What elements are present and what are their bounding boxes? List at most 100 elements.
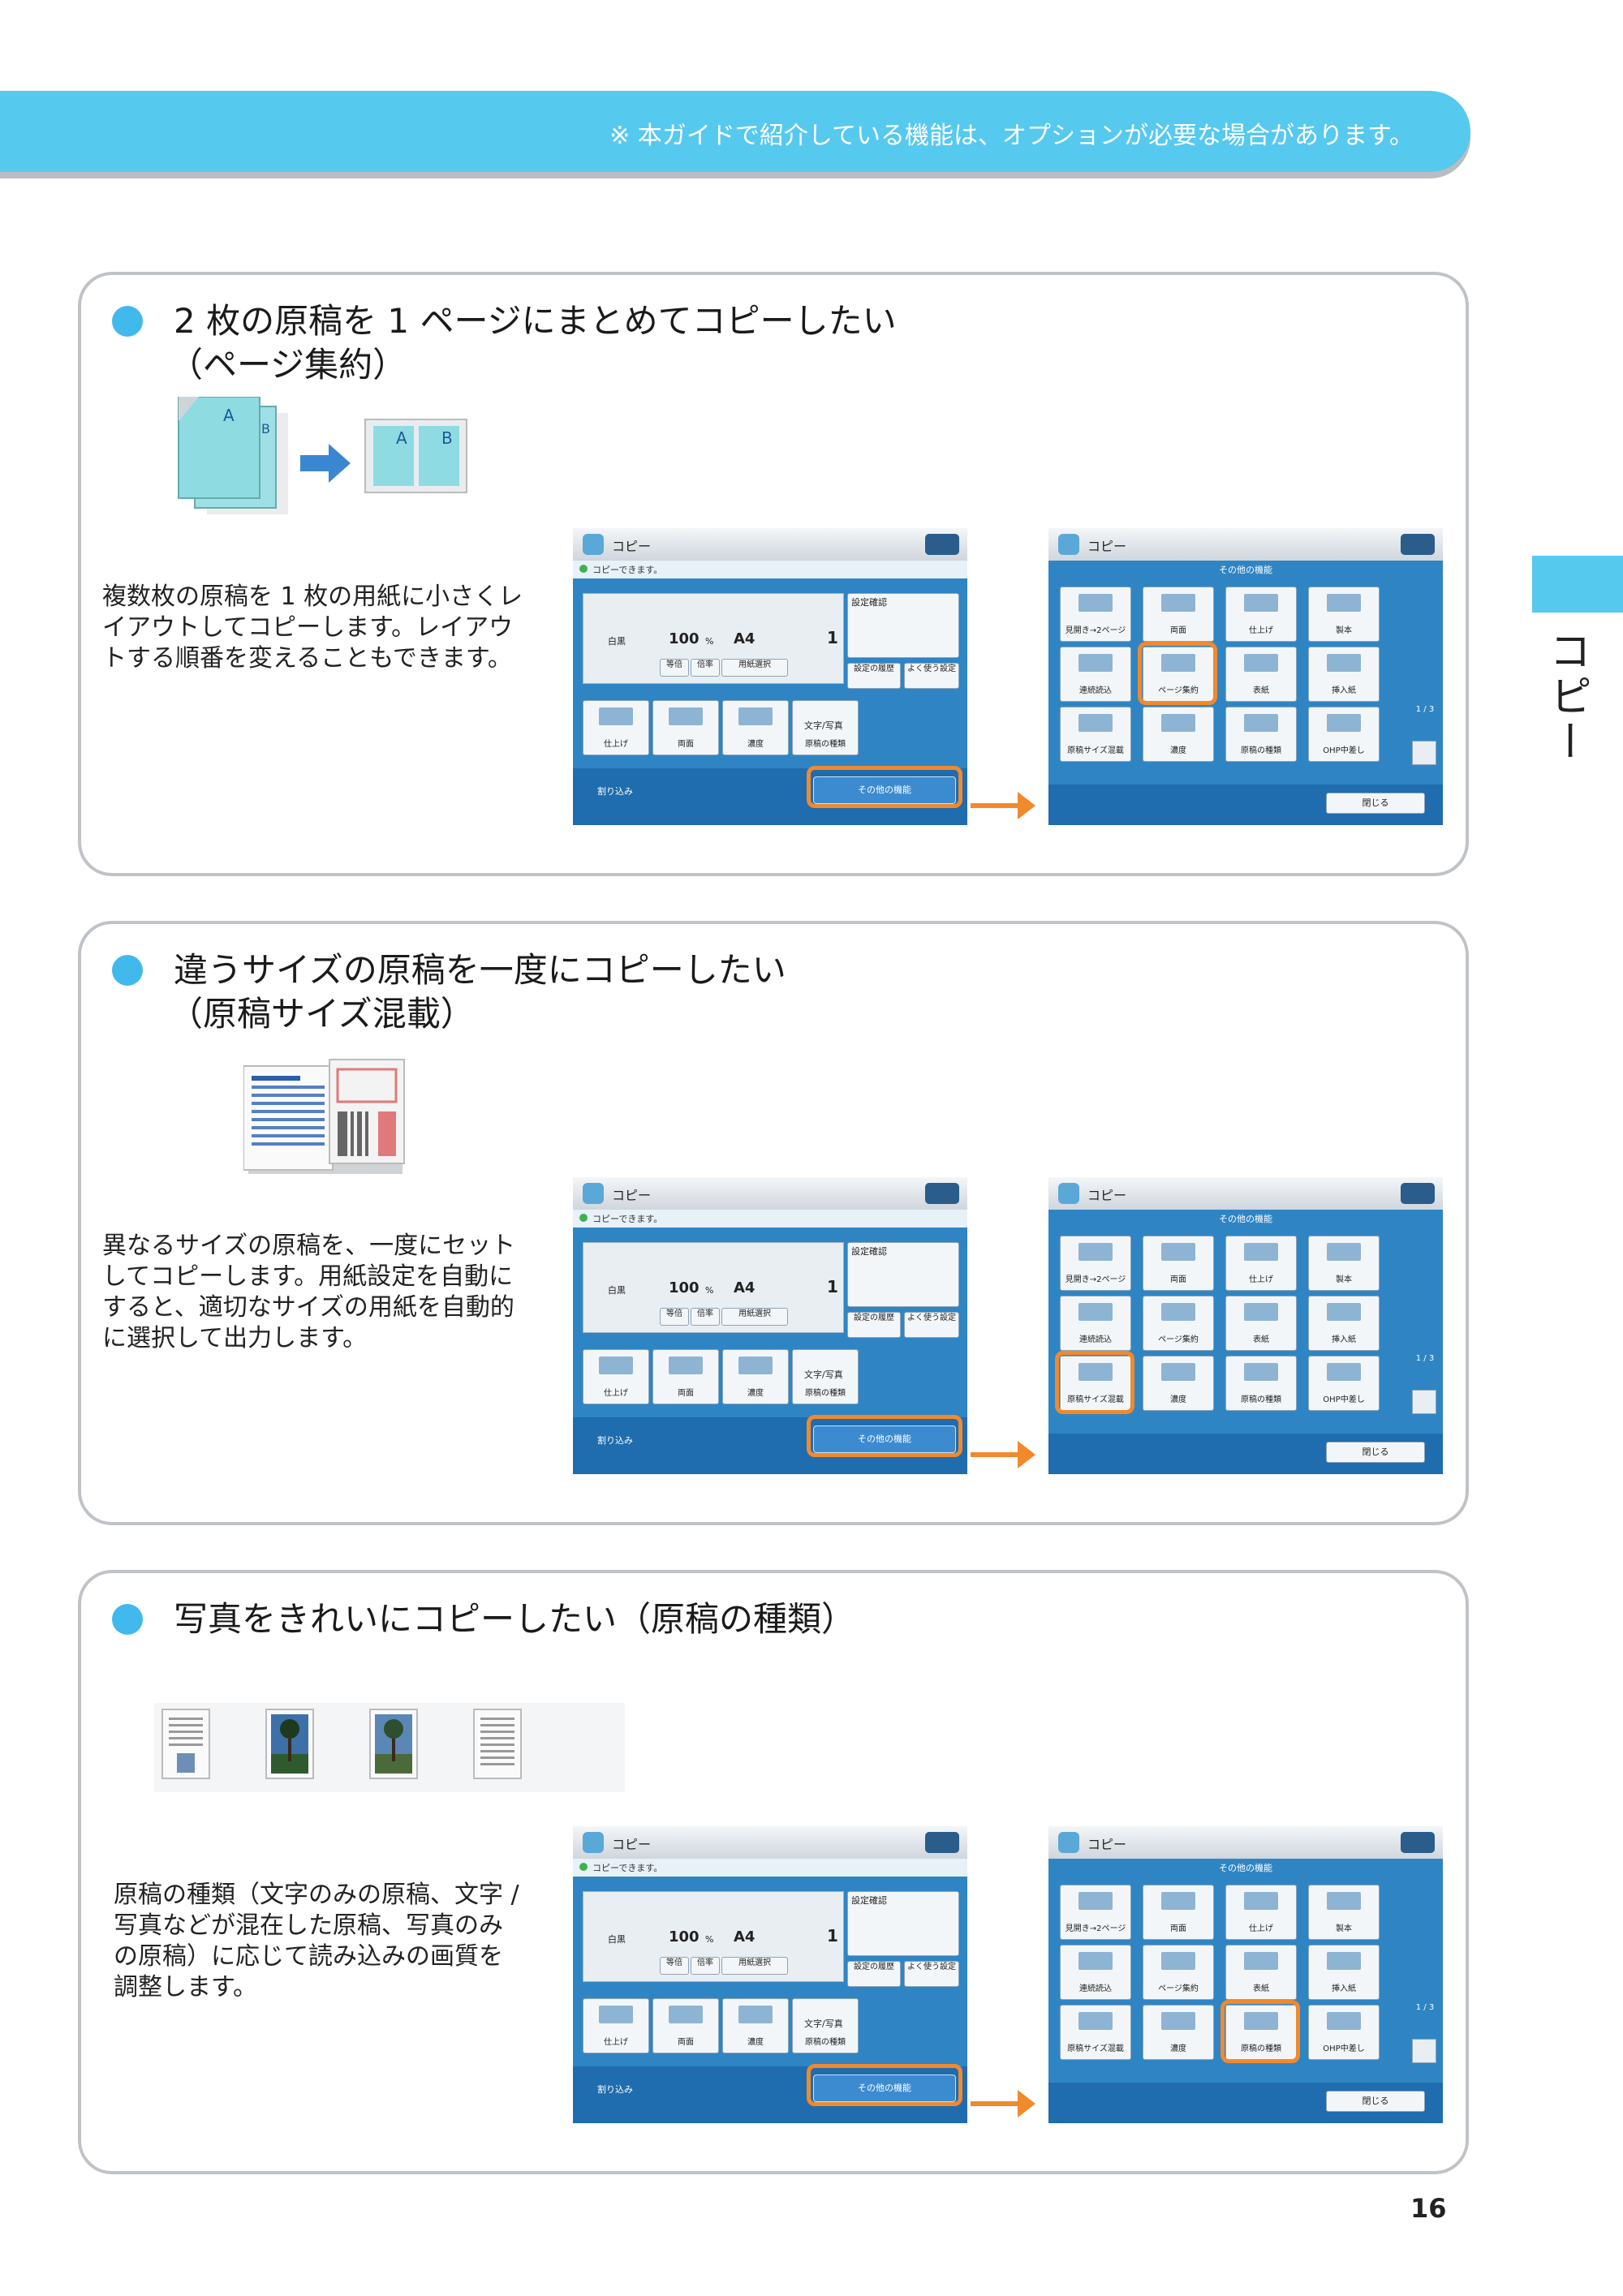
func-ohp-interleave[interactable]: OHP中差し bbox=[1308, 1356, 1380, 1411]
func-booklet[interactable]: 製本 bbox=[1308, 1885, 1380, 1940]
favorites-button[interactable]: よく使う設定 bbox=[904, 1312, 959, 1338]
ratio-button[interactable]: 倍率 bbox=[691, 1308, 720, 1326]
close-button[interactable]: 閉じる bbox=[1326, 793, 1425, 814]
func-original-type[interactable]: 原稿の種類 bbox=[1225, 707, 1297, 762]
status-monitor-button[interactable] bbox=[1401, 1183, 1435, 1204]
copy-app-icon bbox=[583, 534, 604, 555]
same-size-button[interactable]: 等倍 bbox=[660, 1957, 689, 1975]
status-monitor-button[interactable] bbox=[925, 534, 959, 555]
func-booklet[interactable]: 製本 bbox=[1308, 587, 1380, 642]
density-button[interactable]: 濃度 bbox=[722, 700, 789, 755]
section-description: 複数枚の原稿を 1 枚の用紙に小さくレイアウトしてコピーします。レイアウトする順… bbox=[102, 583, 523, 673]
func-page-layout[interactable]: ページ集約 bbox=[1143, 1296, 1214, 1351]
settings-check-button[interactable]: 設定確認 bbox=[847, 593, 959, 658]
close-button[interactable]: 閉じる bbox=[1326, 1442, 1425, 1463]
settings-check-button[interactable]: 設定確認 bbox=[847, 1891, 959, 1956]
func-page-layout[interactable]: ページ集約 bbox=[1143, 647, 1214, 702]
func-book-to-two-pages[interactable]: 見開き→2ページ bbox=[1060, 1885, 1131, 1940]
copier-screen-main: コピー コピーできます。 白黒 100 % A4 1 等倍 倍率 用紙選択 設定… bbox=[573, 528, 967, 825]
func-ohp-interleave[interactable]: OHP中差し bbox=[1308, 2005, 1380, 2060]
highlight-other-functions bbox=[807, 1415, 962, 1457]
func-cover[interactable]: 表紙 bbox=[1225, 1945, 1297, 2000]
func-booklet[interactable]: 製本 bbox=[1308, 1236, 1380, 1291]
func-mixed-size[interactable]: 原稿サイズ混載 bbox=[1060, 2005, 1131, 2060]
func-density[interactable]: 濃度 bbox=[1143, 1356, 1214, 1411]
func-density[interactable]: 濃度 bbox=[1143, 2005, 1214, 2060]
zoom-value: 100 bbox=[669, 630, 700, 647]
func-book-to-two-pages[interactable]: 見開き→2ページ bbox=[1060, 587, 1131, 642]
func-density[interactable]: 濃度 bbox=[1143, 707, 1214, 762]
func-page-layout[interactable]: ページ集約 bbox=[1143, 1945, 1214, 2000]
finishing-button[interactable]: 仕上げ bbox=[583, 1998, 649, 2053]
func-duplex[interactable]: 両面 bbox=[1143, 1236, 1214, 1291]
func-ohp-interleave[interactable]: OHP中差し bbox=[1308, 707, 1380, 762]
scroll-down-button[interactable] bbox=[1412, 741, 1436, 765]
settings-check-button[interactable]: 設定確認 bbox=[847, 1242, 959, 1307]
section-title-line1: 違うサイズの原稿を一度にコピーしたい bbox=[174, 950, 786, 990]
func-duplex[interactable]: 両面 bbox=[1143, 587, 1214, 642]
func-cover[interactable]: 表紙 bbox=[1225, 647, 1297, 702]
copy-count: 1 bbox=[827, 628, 838, 647]
func-cover[interactable]: 表紙 bbox=[1225, 1296, 1297, 1351]
settings-history-button[interactable]: 設定の履歴 bbox=[847, 1312, 901, 1338]
other-functions-button[interactable]: その他の機能 bbox=[813, 2075, 956, 2102]
settings-history-button[interactable]: 設定の履歴 bbox=[847, 1961, 901, 1987]
func-insert-sheets[interactable]: 挿入紙 bbox=[1308, 647, 1380, 702]
duplex-button[interactable]: 両面 bbox=[652, 1349, 719, 1404]
interrupt-button[interactable]: 割り込み bbox=[597, 786, 633, 797]
original-type-button[interactable]: 文字/写真原稿の種類 bbox=[792, 1998, 859, 2053]
svg-text:B: B bbox=[261, 421, 270, 436]
func-finishing[interactable]: 仕上げ bbox=[1225, 587, 1297, 642]
paper-select-button[interactable]: 用紙選択 bbox=[721, 659, 788, 677]
func-finishing[interactable]: 仕上げ bbox=[1225, 1236, 1297, 1291]
copy-settings-panel: 白黒 100 % A4 1 等倍 倍率 用紙選択 bbox=[583, 593, 844, 684]
finishing-button[interactable]: 仕上げ bbox=[583, 700, 649, 755]
settings-history-button[interactable]: 設定の履歴 bbox=[847, 663, 901, 689]
original-type-button[interactable]: 文字/写真原稿の種類 bbox=[792, 1349, 859, 1404]
func-finishing[interactable]: 仕上げ bbox=[1225, 1885, 1297, 1940]
bullet-dot-icon bbox=[112, 955, 143, 986]
status-monitor-button[interactable] bbox=[925, 1183, 959, 1204]
func-original-type[interactable]: 原稿の種類 bbox=[1225, 1356, 1297, 1411]
func-mixed-size[interactable]: 原稿サイズ混載 bbox=[1060, 707, 1131, 762]
duplex-button[interactable]: 両面 bbox=[652, 700, 719, 755]
section-title-line1: 写真をきれいにコピーしたい（原稿の種類） bbox=[174, 1599, 856, 1639]
status-monitor-button[interactable] bbox=[1401, 1832, 1435, 1853]
func-duplex[interactable]: 両面 bbox=[1143, 1885, 1214, 1940]
status-monitor-button[interactable] bbox=[1401, 534, 1435, 555]
paper-select-button[interactable]: 用紙選択 bbox=[721, 1957, 788, 1975]
finishing-button[interactable]: 仕上げ bbox=[583, 1349, 649, 1404]
status-monitor-button[interactable] bbox=[925, 1832, 959, 1853]
other-functions-button[interactable]: その他の機能 bbox=[813, 1425, 956, 1453]
original-type-button[interactable]: 文字/写真原稿の種類 bbox=[792, 700, 859, 755]
func-job-build[interactable]: 連続読込 bbox=[1060, 1296, 1131, 1351]
favorites-button[interactable]: よく使う設定 bbox=[904, 1961, 959, 1987]
ratio-button[interactable]: 倍率 bbox=[691, 659, 720, 677]
flow-arrow-icon bbox=[971, 792, 1035, 819]
func-original-type[interactable]: 原稿の種類 bbox=[1225, 2005, 1297, 2060]
func-mixed-size[interactable]: 原稿サイズ混載 bbox=[1060, 1356, 1131, 1411]
section-page-layout: 2 枚の原稿を 1 ページにまとめてコピーしたい （ページ集約） A B A B… bbox=[78, 272, 1469, 876]
scroll-down-button[interactable] bbox=[1412, 2039, 1436, 2063]
close-button[interactable]: 閉じる bbox=[1326, 2091, 1425, 2112]
same-size-button[interactable]: 等倍 bbox=[660, 659, 689, 677]
interrupt-button[interactable]: 割り込み bbox=[597, 2084, 633, 2095]
density-button[interactable]: 濃度 bbox=[722, 1349, 789, 1404]
paper-select-button[interactable]: 用紙選択 bbox=[721, 1308, 788, 1326]
other-functions-button[interactable]: その他の機能 bbox=[813, 776, 956, 804]
favorites-button[interactable]: よく使う設定 bbox=[904, 663, 959, 689]
same-size-button[interactable]: 等倍 bbox=[660, 1308, 689, 1326]
ratio-button[interactable]: 倍率 bbox=[691, 1957, 720, 1975]
scroll-down-button[interactable] bbox=[1412, 1390, 1436, 1414]
duplex-button[interactable]: 両面 bbox=[652, 1998, 719, 2053]
highlight-original-type bbox=[1220, 2000, 1300, 2063]
func-insert-sheets[interactable]: 挿入紙 bbox=[1308, 1945, 1380, 2000]
section-description: 原稿の種類（文字のみの原稿、文字 / 写真などが混在した原稿、写真のみの原稿）に… bbox=[114, 1881, 519, 2001]
func-job-build[interactable]: 連続読込 bbox=[1060, 1945, 1131, 2000]
paper-size: A4 bbox=[734, 630, 756, 647]
func-job-build[interactable]: 連続読込 bbox=[1060, 647, 1131, 702]
func-insert-sheets[interactable]: 挿入紙 bbox=[1308, 1296, 1380, 1351]
interrupt-button[interactable]: 割り込み bbox=[597, 1435, 633, 1446]
func-book-to-two-pages[interactable]: 見開き→2ページ bbox=[1060, 1236, 1131, 1291]
density-button[interactable]: 濃度 bbox=[722, 1998, 789, 2053]
